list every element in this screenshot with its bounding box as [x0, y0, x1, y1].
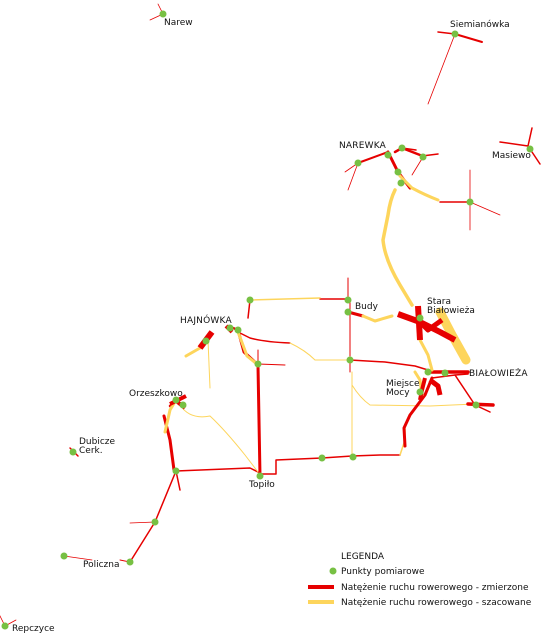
point-narewka-5 — [394, 168, 402, 176]
label-dubicze-2: Cerk. — [79, 446, 103, 456]
label-miejsce-mocy-1: Miejsce — [386, 379, 420, 389]
label-masiewo: Masiewo — [492, 151, 531, 161]
point-policzna-west — [60, 552, 68, 560]
point-central-1 — [254, 360, 262, 368]
label-siemianowka: Siemianówka — [450, 19, 510, 30]
point-topilo — [256, 472, 264, 480]
point-hajnowka-3 — [202, 337, 210, 345]
point-orzeszkowo-1 — [172, 396, 180, 404]
point-east-bialowieza — [472, 401, 480, 409]
point-south-1 — [172, 467, 180, 475]
label-bialowieza: BIAŁOWIEŻA — [469, 368, 528, 379]
point-narew — [159, 10, 167, 18]
label-topilo: Topiło — [248, 480, 275, 490]
measurement-points — [1, 10, 534, 630]
point-dubicze — [69, 448, 77, 456]
point-south-5 — [126, 558, 134, 566]
legend: LEGENDA Punkty pomiarowe Natężenie ruchu… — [308, 552, 532, 608]
point-narewka-1 — [398, 144, 406, 152]
point-hajnowka-2 — [234, 326, 242, 334]
point-north-budy — [246, 296, 254, 304]
point-masiewo — [526, 145, 534, 153]
legend-point-symbol — [329, 567, 337, 575]
point-miejsce-mocy — [416, 388, 424, 396]
point-stara-bialowieza — [416, 314, 424, 322]
point-siemianowka — [451, 30, 459, 38]
point-repczyce — [1, 622, 9, 630]
point-bialowieza-1 — [424, 368, 432, 376]
label-narewka: NAREWKA — [339, 141, 387, 151]
thin-estimated-roads — [179, 297, 476, 473]
point-budy-2 — [344, 308, 352, 316]
point-orzeszkowo-2 — [179, 401, 187, 409]
label-orzeszkowo: Orzeszkowo — [129, 389, 183, 399]
point-east-narewka — [466, 198, 474, 206]
point-bialowieza-2 — [441, 369, 449, 377]
point-south-4 — [151, 518, 159, 526]
label-stara-bialowieza-2: Białowieża — [427, 306, 475, 316]
label-policzna: Policzna — [83, 560, 120, 570]
legend-estimated-label: Natężenie ruchu rowerowego - szacowane — [341, 598, 532, 608]
legend-measured-label: Natężenie ruchu rowerowego - zmierzone — [341, 583, 529, 593]
point-south-3 — [349, 453, 357, 461]
label-stara-bialowieza-1: Stara — [427, 297, 451, 307]
place-labels: Narew Siemianówka NAREWKA Masiewo HAJNÓW… — [12, 18, 531, 634]
point-budy-1 — [344, 296, 352, 304]
label-miejsce-mocy-2: Mocy — [386, 388, 410, 398]
point-hajnowka-1 — [226, 324, 234, 332]
legend-points-label: Punkty pomiarowe — [341, 567, 425, 577]
point-narewka-2 — [419, 153, 427, 161]
label-narew: Narew — [164, 18, 193, 28]
label-budy: Budy — [355, 302, 379, 312]
legend-title: LEGENDA — [341, 552, 385, 562]
point-south-2 — [318, 454, 326, 462]
label-dubicze-1: Dubicze — [79, 437, 116, 447]
point-narewka-6 — [397, 179, 405, 187]
label-repczyce: Repczyce — [12, 624, 55, 634]
point-narewka-4 — [354, 159, 362, 167]
point-central-2 — [346, 356, 354, 364]
point-narewka-3 — [384, 151, 392, 159]
label-hajnowka: HAJNÓWKA — [180, 314, 232, 326]
